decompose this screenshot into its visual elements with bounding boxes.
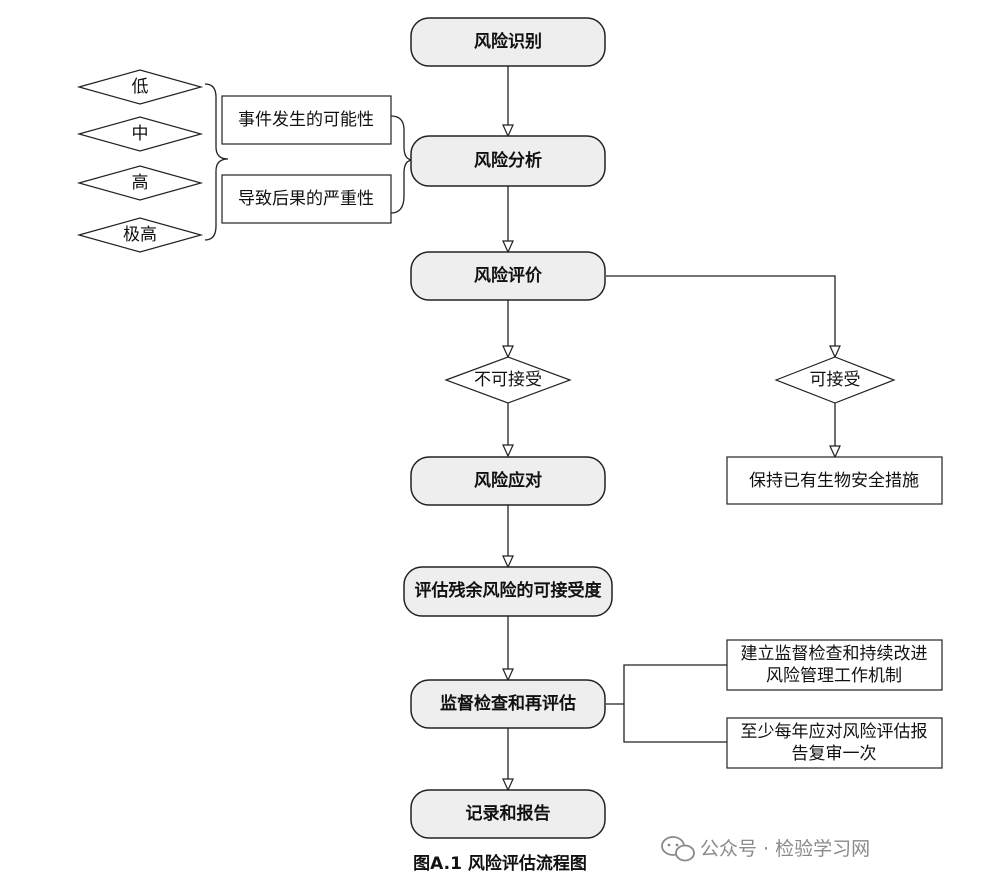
arrow-evaluate-to-acceptable	[606, 275, 841, 359]
watermark-text: 公众号 · 检验学习网	[700, 838, 870, 860]
level-high: 高	[76, 165, 204, 201]
node-keep-measures: 保持已有生物安全措施	[726, 456, 943, 505]
node-monitor-label: 监督检查和再评估	[440, 693, 576, 714]
factor-likelihood-label: 事件发生的可能性	[238, 110, 374, 130]
node-analyze: 风险分析	[410, 135, 606, 187]
node-monitor: 监督检查和再评估	[410, 679, 606, 729]
connectors	[204, 66, 841, 792]
decision-acceptable-label: 可接受	[810, 370, 861, 390]
node-record: 记录和报告	[410, 789, 606, 839]
node-residual: 评估残余风险的可接受度	[403, 566, 613, 617]
level-low-label: 低	[132, 77, 149, 97]
level-high-label: 高	[132, 173, 149, 193]
factor-severity-label: 导致后果的严重性	[238, 189, 374, 209]
node-respond-label: 风险应对	[474, 470, 542, 491]
monitor-note-mechanism: 建立监督检查和持续改进 风险管理工作机制	[726, 639, 943, 691]
monitor-note-annual-line2: 告复审一次	[792, 744, 877, 764]
level-low: 低	[76, 69, 204, 105]
decision-acceptable: 可接受	[774, 356, 896, 404]
node-identify: 风险识别	[410, 17, 606, 67]
monitor-note-mechanism-line2: 风险管理工作机制	[766, 666, 902, 686]
monitor-note-mechanism-line1: 建立监督检查和持续改进	[741, 644, 928, 664]
node-evaluate: 风险评价	[410, 251, 606, 301]
node-identify-label: 风险识别	[474, 31, 542, 52]
monitor-bracket	[623, 664, 727, 743]
level-very-high: 极高	[76, 217, 204, 253]
node-keep-measures-label: 保持已有生物安全措施	[749, 471, 919, 491]
watermark: 公众号 · 检验学习网	[661, 836, 870, 862]
node-analyze-label: 风险分析	[474, 150, 542, 171]
node-record-label: 记录和报告	[466, 803, 551, 824]
node-respond: 风险应对	[410, 456, 606, 506]
node-residual-label: 评估残余风险的可接受度	[415, 580, 603, 601]
level-very-high-label: 极高	[123, 225, 157, 245]
level-medium: 中	[76, 116, 204, 152]
factor-likelihood: 事件发生的可能性	[221, 95, 392, 145]
level-medium-label: 中	[132, 124, 149, 144]
figure-caption: 图A.1 风险评估流程图	[413, 853, 587, 874]
node-evaluate-label: 风险评价	[474, 265, 543, 286]
levels-brace	[204, 83, 229, 241]
decision-unacceptable: 不可接受	[444, 356, 572, 404]
factor-severity: 导致后果的严重性	[221, 174, 392, 224]
wechat-icon	[661, 836, 695, 862]
monitor-note-annual-line1: 至少每年应对风险评估报	[741, 722, 928, 742]
monitor-note-annual-review: 至少每年应对风险评估报 告复审一次	[726, 717, 943, 769]
decision-unacceptable-label: 不可接受	[474, 370, 542, 390]
